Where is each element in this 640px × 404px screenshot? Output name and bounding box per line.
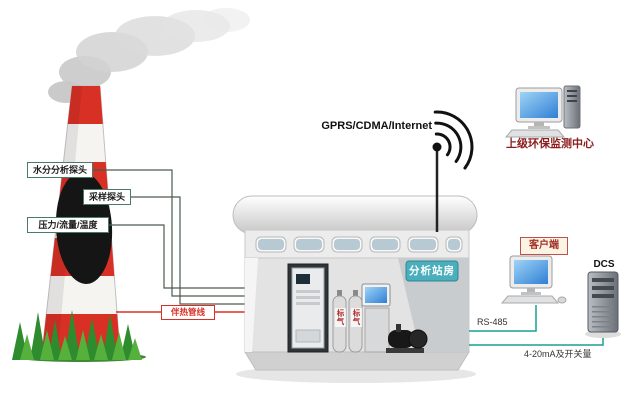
client-computer — [500, 255, 567, 304]
wireless-signal-icon — [433, 110, 474, 170]
label-analog-signal: 4-20mA及开关量 — [524, 349, 592, 359]
wireless-antenna — [432, 110, 474, 232]
label-monitoring-center: 上级环保监测中心 — [506, 138, 594, 150]
monitoring-center-computer — [504, 85, 581, 138]
label-gas-cylinder-2: 标气 — [351, 308, 362, 327]
label-heated-line: 伴热管线 — [161, 305, 215, 320]
building-roof — [232, 195, 478, 235]
probe-line-sampling — [130, 196, 252, 305]
sampling-pump — [386, 324, 428, 353]
label-client: 客户端 — [520, 237, 568, 255]
smoke-plume — [48, 8, 250, 103]
label-pressure-flow-temp: 压力/流量/温度 — [27, 217, 109, 233]
station-sign-plate — [405, 260, 459, 282]
building-left-wall — [245, 258, 258, 352]
dcs-server-tower — [585, 271, 621, 338]
building-windows — [255, 236, 463, 253]
station-workstation — [361, 283, 391, 353]
label-rs485: RS-485 — [477, 317, 508, 327]
analyzer-cabinet — [287, 263, 329, 353]
label-station-sign: 分析站房 — [409, 265, 455, 277]
label-sampling-probe: 采样探头 — [83, 189, 131, 205]
grass — [12, 310, 146, 362]
label-moisture-probe: 水分分析探头 — [27, 162, 93, 178]
probe-lines — [92, 169, 252, 305]
rs485-line — [469, 305, 537, 332]
analysis-station-building — [232, 195, 478, 383]
analog-line — [469, 333, 604, 346]
label-gas-cylinder-1: 标气 — [335, 308, 346, 327]
probe-line-pressure — [107, 224, 252, 289]
label-dcs: DCS — [593, 259, 615, 270]
label-network-link: GPRS/CDMA/Internet — [321, 120, 432, 132]
probe-line-moisture — [92, 169, 252, 297]
building-floor — [244, 351, 470, 371]
